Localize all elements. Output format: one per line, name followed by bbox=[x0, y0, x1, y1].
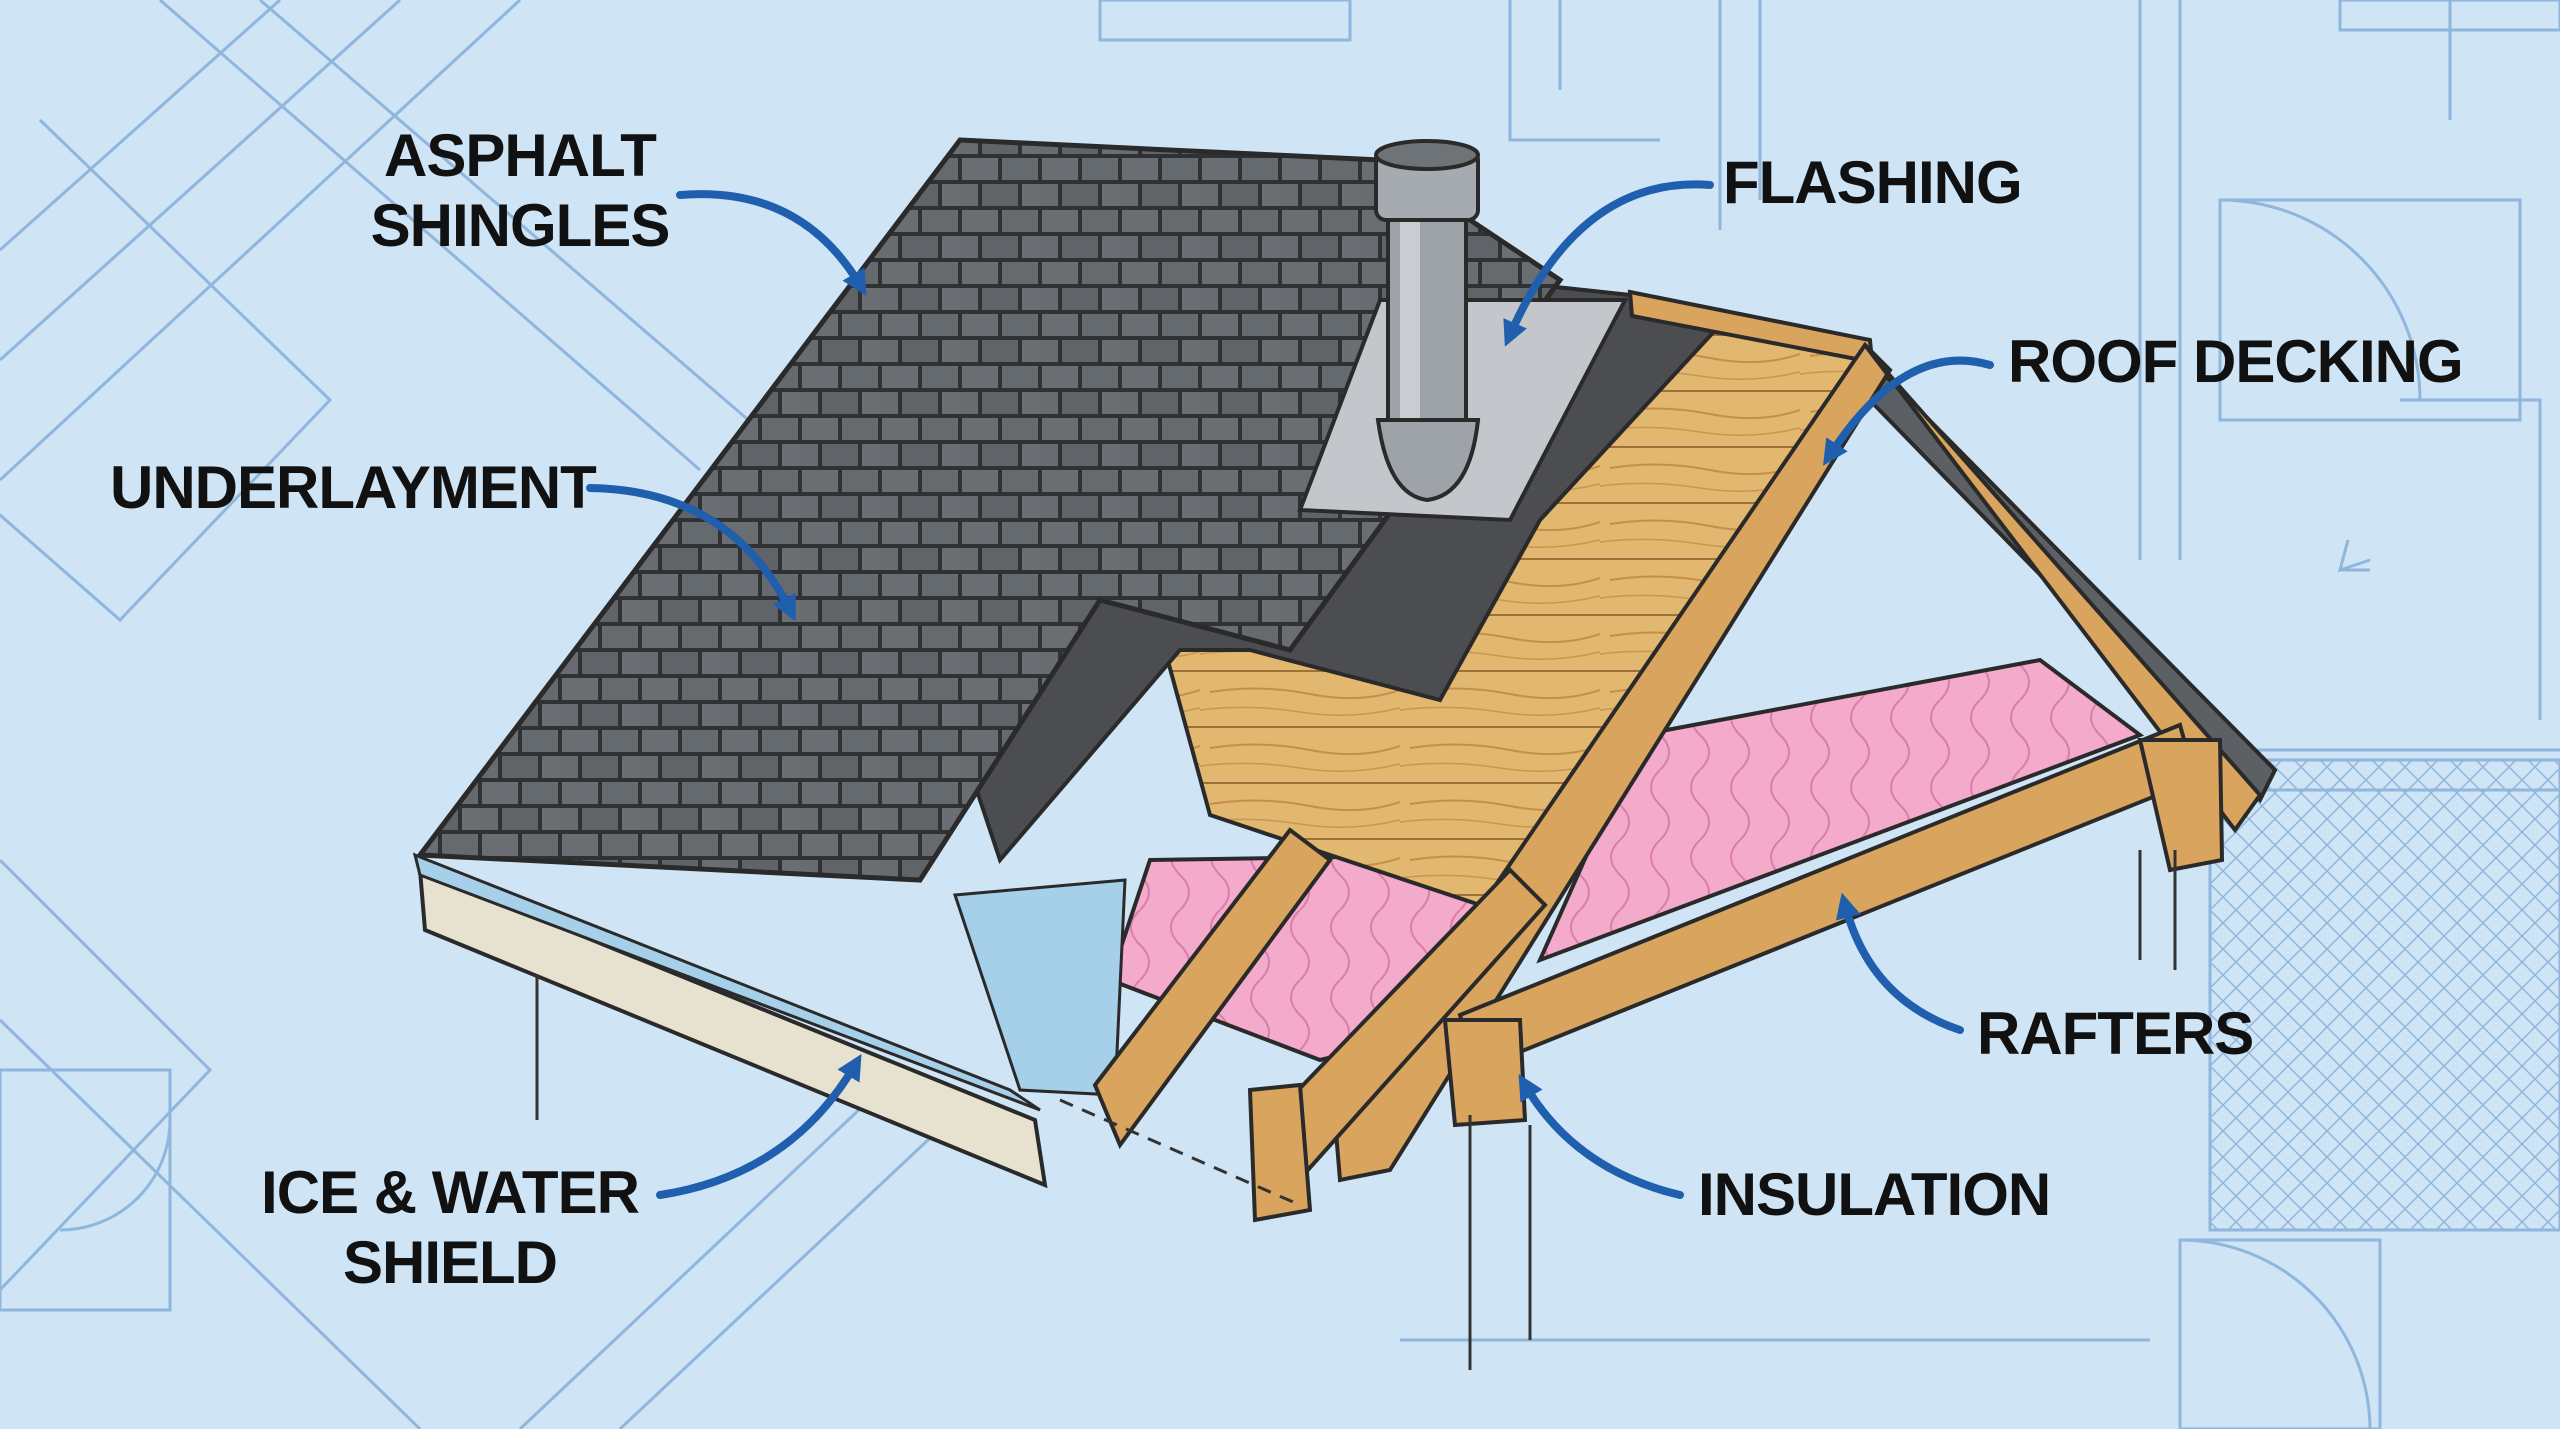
insulation-batts-right bbox=[1536, 657, 2145, 964]
callout-arrows bbox=[586, 180, 1994, 1199]
label-flashing: FLASHING bbox=[1723, 149, 2023, 216]
framing-guide-lines bbox=[535, 850, 2177, 1370]
arrow-flashing bbox=[1503, 180, 1714, 347]
arrow-roof-decking bbox=[1823, 356, 1994, 466]
arrow-ice-water-shield bbox=[656, 1053, 862, 1199]
arrow-underlayment bbox=[586, 484, 796, 622]
label-asphalt-shingles-line-1: ASPHALT bbox=[384, 122, 657, 189]
label-rafters: RAFTERS bbox=[1977, 1000, 2254, 1067]
label-insulation: INSULATION bbox=[1698, 1161, 2051, 1228]
arrow-rafters bbox=[1835, 892, 1964, 1034]
label-roof-decking: ROOF DECKING bbox=[2008, 328, 2464, 395]
label-asphalt-shingles: ASPHALT SHINGLES bbox=[370, 121, 671, 261]
eave-fascia bbox=[417, 866, 1048, 1189]
label-ice-water-shield-line-2: SHIELD bbox=[342, 1229, 558, 1296]
arrow-insulation bbox=[1518, 1073, 1684, 1199]
arrow-asphalt-shingles bbox=[676, 190, 867, 296]
vent-pipe bbox=[1374, 139, 1481, 503]
label-asphalt-shingles-line-2: SHINGLES bbox=[370, 192, 671, 259]
ice-water-shield bbox=[412, 852, 1041, 1112]
label-ice-water-shield: ICE & WATER SHIELD bbox=[245, 1158, 655, 1298]
label-underlayment: UNDERLAYMENT bbox=[110, 454, 597, 521]
label-ice-water-shield-line-1: ICE & WATER bbox=[261, 1159, 640, 1226]
drip-edge-flashing bbox=[952, 878, 1127, 1097]
blueprint-mesh-panel bbox=[2208, 758, 2560, 1232]
rafters bbox=[1092, 341, 2263, 1223]
